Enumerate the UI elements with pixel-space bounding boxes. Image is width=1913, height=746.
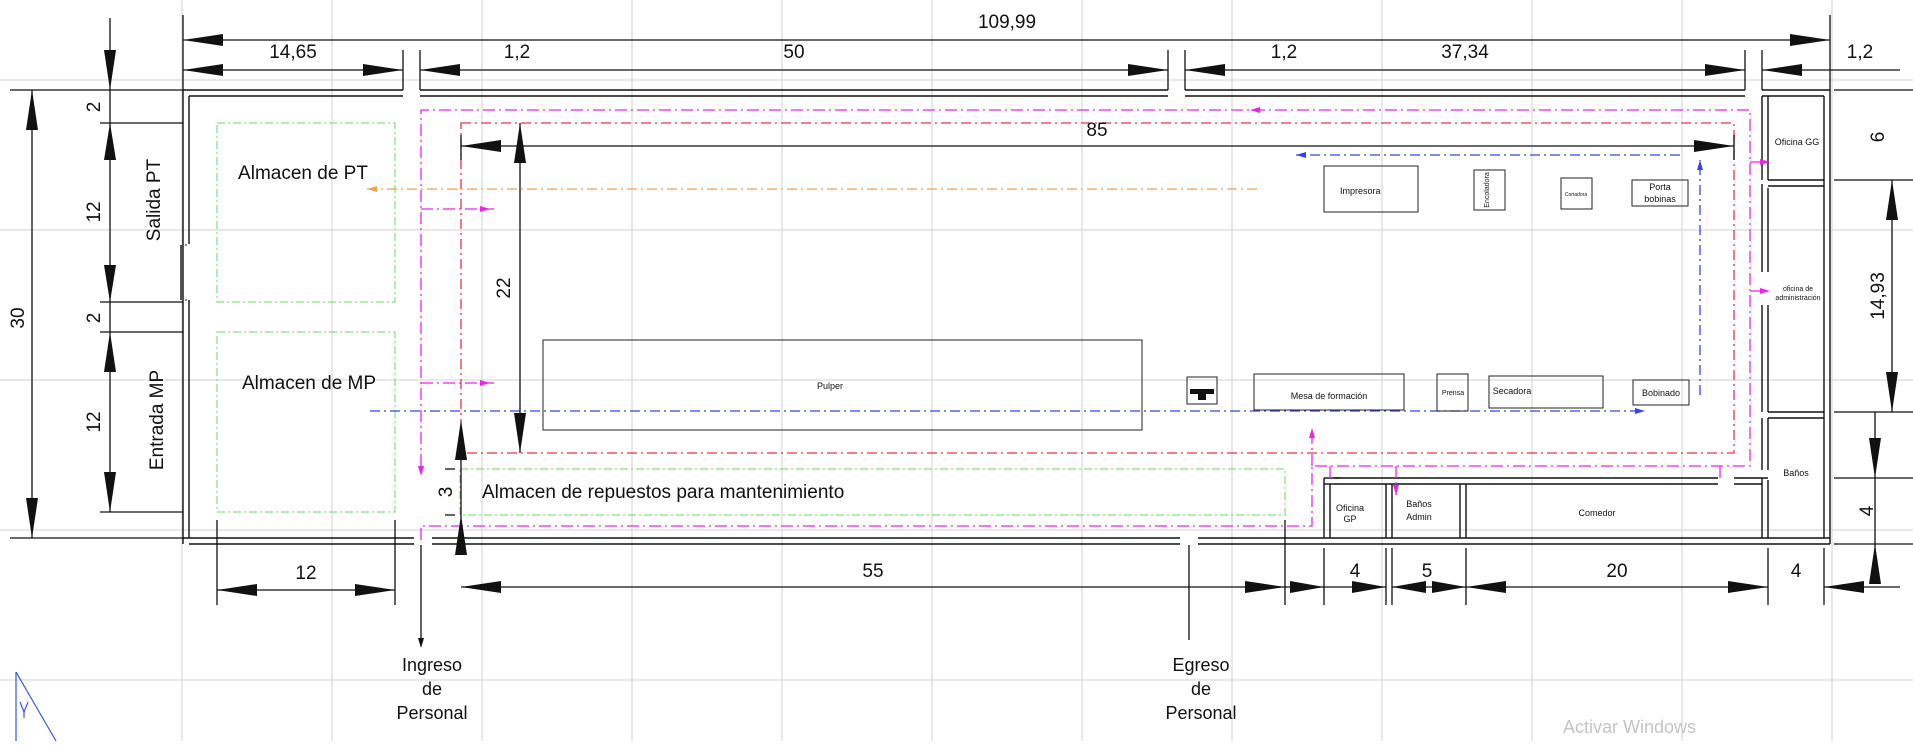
label-almacen-pt: Almacen de PT [238,163,368,184]
label-mesa: Mesa de formación [1291,391,1368,401]
equipment-labels: Pulper Mesa de formación Prensa Secadora… [817,172,1680,401]
pulper-box [542,339,1143,431]
pump-box [1186,376,1218,405]
label-salida-pt: Salida PT [144,158,165,241]
product-flow-arrow [367,186,377,192]
label-egreso-3: Personal [1165,703,1236,723]
dim-entrada-height: 12 [84,411,105,432]
label-admin-1: oficina de [1783,286,1813,293]
dim-inner-height: 22 [494,277,515,298]
office-labels: Oficina GG oficina de administración Bañ… [1336,137,1821,524]
dim-office-gap: 1,2 [1847,42,1873,63]
label-pulper: Pulper [817,381,843,391]
label-prensa: Prensa [1442,390,1464,397]
dim-total-width: 30 [8,307,29,328]
access-labels: Ingreso de Personal Egreso de Personal [396,655,1236,723]
prensa-box [1436,373,1469,412]
dim-banos-width: 4 [1791,561,1802,582]
label-secadora: Secadora [1493,386,1532,396]
storage-zones [216,122,1286,516]
perimeter-flow [460,122,1735,454]
personnel-flow-arrows [418,107,1770,495]
dim-repuestos-height: 3 [436,487,457,498]
label-ingreso-3: Personal [396,703,467,723]
label-gp-2: GP [1343,514,1356,524]
cortadora-box [1560,177,1593,210]
dim-store-width: 12 [295,563,316,584]
label-entrada-mp: Entrada MP [147,370,168,470]
dim-banos-admin-width: 5 [1422,561,1433,582]
material-flow [370,154,1701,412]
label-banos-admin-1: Baños [1406,499,1432,509]
label-encoladora: Encoladora [1484,172,1491,208]
label-admin-2: administración [1775,295,1820,302]
label-banos: Baños [1783,468,1809,478]
dim-door-gap-2: 1,2 [1271,42,1297,63]
label-impresora: Impresora [1340,186,1381,196]
bobinado-box [1632,379,1690,406]
mesa-box [1253,373,1405,411]
dim-office-gg-height: 6 [1868,132,1889,143]
label-bobinas: bobinas [1644,194,1676,204]
label-gp-1: Oficina [1336,503,1364,513]
outer-walls [180,89,1831,545]
label-bobinado: Bobinado [1642,388,1680,398]
dim-door-gap-1: 1,2 [504,42,530,63]
pump-symbol [1190,389,1214,394]
label-egreso-2: de [1191,679,1211,699]
label-repuestos: Almacen de repuestos para mantenimiento [482,482,844,503]
secadora-box [1488,375,1604,409]
label-ingreso-1: Ingreso [402,655,462,675]
dim-strip-top: 2 [84,102,105,113]
dim-corridor: 2 [84,313,105,324]
dim-salida-height: 12 [84,201,105,222]
dim-inner-length: 85 [1086,120,1107,141]
label-almacen-mp: Almacen de MP [242,373,376,394]
impresora-box [1323,165,1419,213]
dim-seg-middle: 50 [783,42,804,63]
dim-oficina-gp-width: 4 [1350,561,1361,582]
label-egreso-1: Egreso [1172,655,1229,675]
label-comedor: Comedor [1578,508,1615,518]
dim-seg-right: 37,34 [1441,42,1489,63]
dim-baths-height: 4 [1857,505,1878,516]
dimension-labels: 109,99 14,65 1,2 50 1,2 37,34 1,2 85 30 … [8,12,1889,584]
area-labels: Almacen de PT Almacen de MP Salida PT En… [144,158,844,503]
dim-comedor-width: 20 [1606,561,1627,582]
office-block [1323,96,1824,538]
encoladora-box [1473,169,1506,211]
dim-seg-left: 14,65 [269,42,317,63]
porta-bobinas-box [1631,179,1689,207]
personnel-flow [420,109,1770,540]
label-banos-admin-2: Admin [1406,512,1432,522]
label-cortadora: Cortadora [1565,192,1587,198]
activate-windows-watermark: Activar Windows [1563,717,1696,737]
pump-symbol-base [1198,394,1206,400]
ucs-icon [15,671,57,742]
label-ingreso-2: de [422,679,442,699]
equipment [542,165,1690,431]
dim-bottom-middle: 55 [862,561,883,582]
dim-total-length: 109,99 [978,12,1036,33]
label-porta: Porta [1649,182,1671,192]
dimension-lines [10,15,1913,648]
dim-office-admin-height: 14,93 [1868,272,1889,320]
material-flow-arrows [1296,152,1703,414]
label-oficina-gg: Oficina GG [1775,137,1820,147]
